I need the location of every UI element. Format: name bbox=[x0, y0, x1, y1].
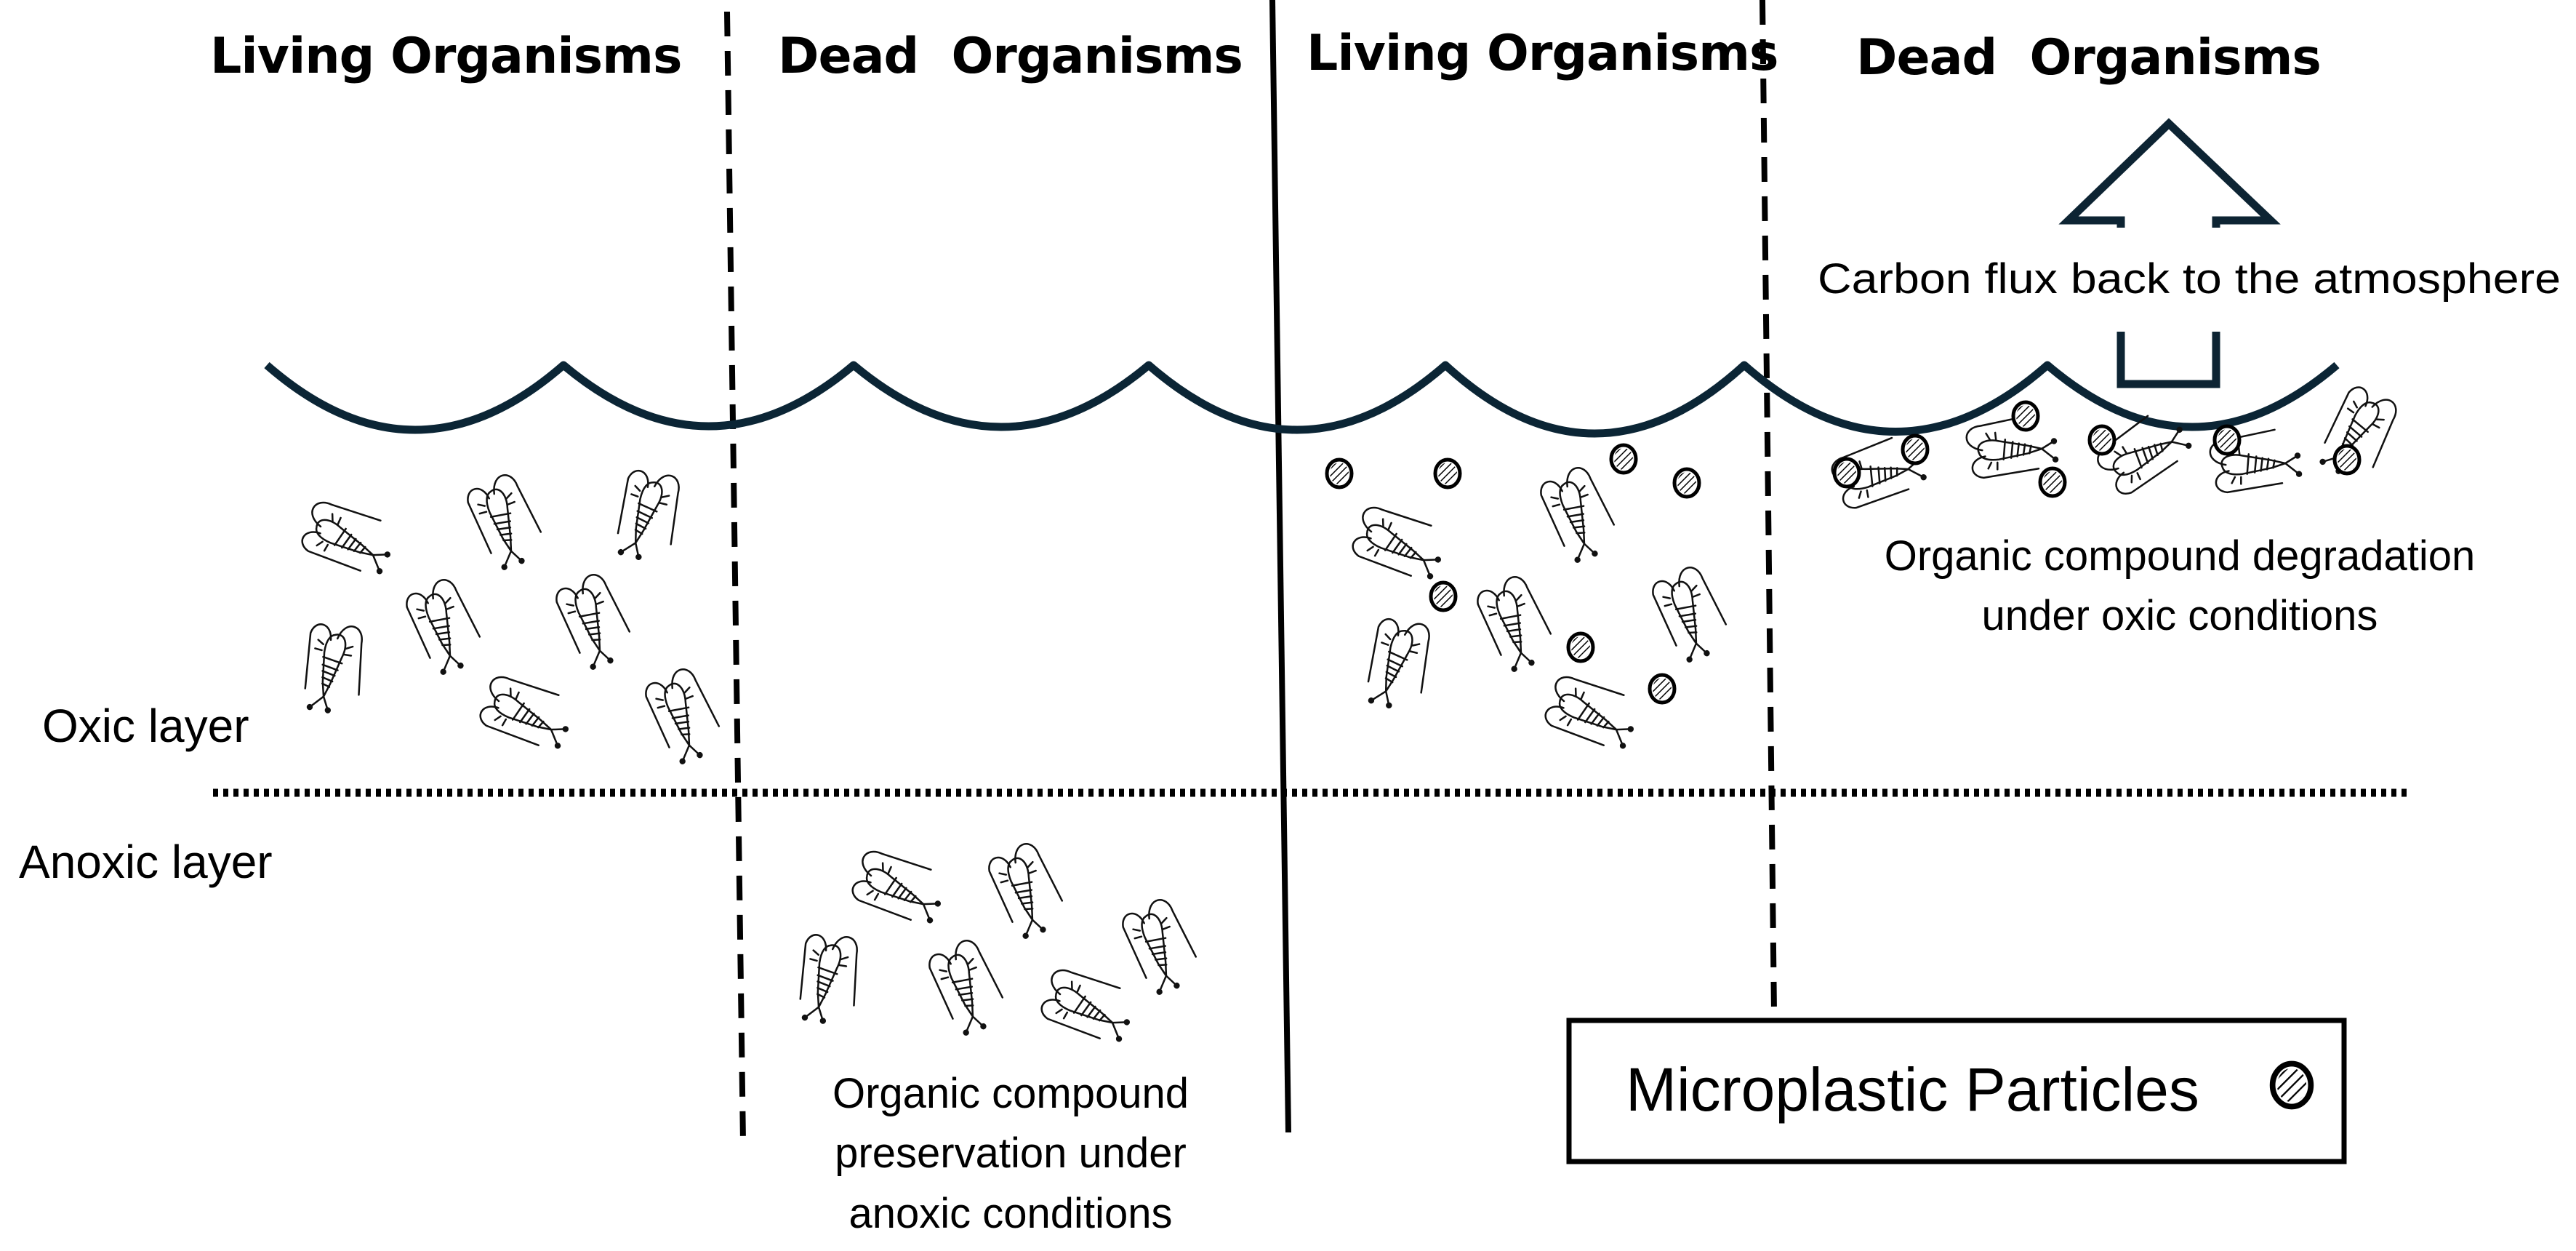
carbon-flux-label: Carbon flux back to the atmosphere bbox=[1818, 255, 2561, 303]
copepod-icon bbox=[551, 568, 638, 676]
copepod-icon bbox=[401, 573, 488, 681]
copepod-icon bbox=[785, 926, 872, 1034]
preservation-caption-line-1: Organic compound bbox=[832, 1070, 1189, 1117]
microplastic-particle-icon bbox=[2090, 426, 2114, 454]
copepod-icon bbox=[1536, 461, 1622, 569]
microplastic-particle-icon bbox=[1674, 469, 1699, 497]
legend-box bbox=[1566, 1018, 2347, 1164]
copepod-icon bbox=[1343, 492, 1456, 595]
divider-panel3-panel4 bbox=[1760, 0, 1777, 1013]
up-arrow-icon bbox=[2058, 118, 2281, 388]
microplastic-particle-icon bbox=[2040, 468, 2065, 496]
copepod-icon bbox=[1472, 570, 1559, 678]
microplastic-particle-icon bbox=[1568, 634, 1593, 661]
copepod-icon bbox=[1118, 893, 1204, 1001]
copepod-icon bbox=[1965, 414, 2060, 479]
copepod-icon bbox=[924, 934, 1011, 1042]
header-living-organisms-2: Living Organisms bbox=[1307, 25, 1778, 82]
microplastic-particle-icon bbox=[1435, 460, 1460, 487]
copepod-icon bbox=[843, 836, 956, 939]
microplastic-particle-icon bbox=[1834, 459, 1859, 487]
microplastic-particle-icon bbox=[1903, 436, 1927, 463]
anoxic-layer-label: Anoxic layer bbox=[19, 836, 273, 888]
degradation-caption: Organic compound degradation under oxic … bbox=[1885, 532, 2476, 639]
copepod-icon bbox=[1536, 662, 1649, 764]
microplastic-particle-icon bbox=[1431, 583, 1456, 610]
divider-panel1-panel2 bbox=[724, 11, 746, 1143]
preservation-caption-line-3: anoxic conditions bbox=[849, 1190, 1173, 1237]
divider-scenario-a-b bbox=[1269, 0, 1291, 1133]
hatched-circle-icon bbox=[2273, 1064, 2311, 1107]
water-surface-wave bbox=[264, 361, 2340, 438]
microplastic-particle-icon bbox=[2013, 402, 2038, 430]
microplastic-particle-icon bbox=[2215, 426, 2239, 454]
copepod-icon bbox=[470, 662, 584, 764]
preservation-caption-line-2: preservation under bbox=[835, 1130, 1187, 1177]
header-dead-organisms-2: Dead Organisms bbox=[1856, 29, 2321, 87]
legend: Microplastic Particles bbox=[1566, 1018, 2347, 1164]
microplastic-particle-icon bbox=[1650, 675, 1674, 703]
copepod-icon bbox=[2305, 377, 2411, 491]
degradation-caption-line-1: Organic compound degradation bbox=[1885, 532, 2476, 580]
header-dead-organisms-1: Dead Organisms bbox=[778, 28, 1243, 85]
copepod-icon bbox=[601, 461, 694, 572]
copepod-icon bbox=[1352, 609, 1445, 720]
oxic-layer-label: Oxic layer bbox=[42, 700, 249, 752]
microplastic-particle-icon bbox=[1611, 445, 1636, 473]
copepod-icon bbox=[641, 663, 727, 770]
copepod-icon bbox=[462, 468, 549, 576]
copepod-icon bbox=[984, 837, 1070, 945]
degradation-caption-line-2: under oxic conditions bbox=[1982, 592, 2378, 639]
microplastic-particle-icon bbox=[2335, 446, 2359, 473]
copepod-icon bbox=[290, 615, 377, 723]
copepod-icon bbox=[1032, 955, 1145, 1058]
copepod-icon bbox=[292, 487, 406, 590]
preservation-caption: Organic compound preservation under anox… bbox=[832, 1070, 1189, 1237]
microplastic-particle-icon bbox=[1327, 460, 1352, 487]
header-living-organisms-1: Living Organisms bbox=[210, 28, 681, 85]
legend-label: Microplastic Particles bbox=[1626, 1055, 2199, 1124]
copepod-icon bbox=[1648, 561, 1734, 668]
